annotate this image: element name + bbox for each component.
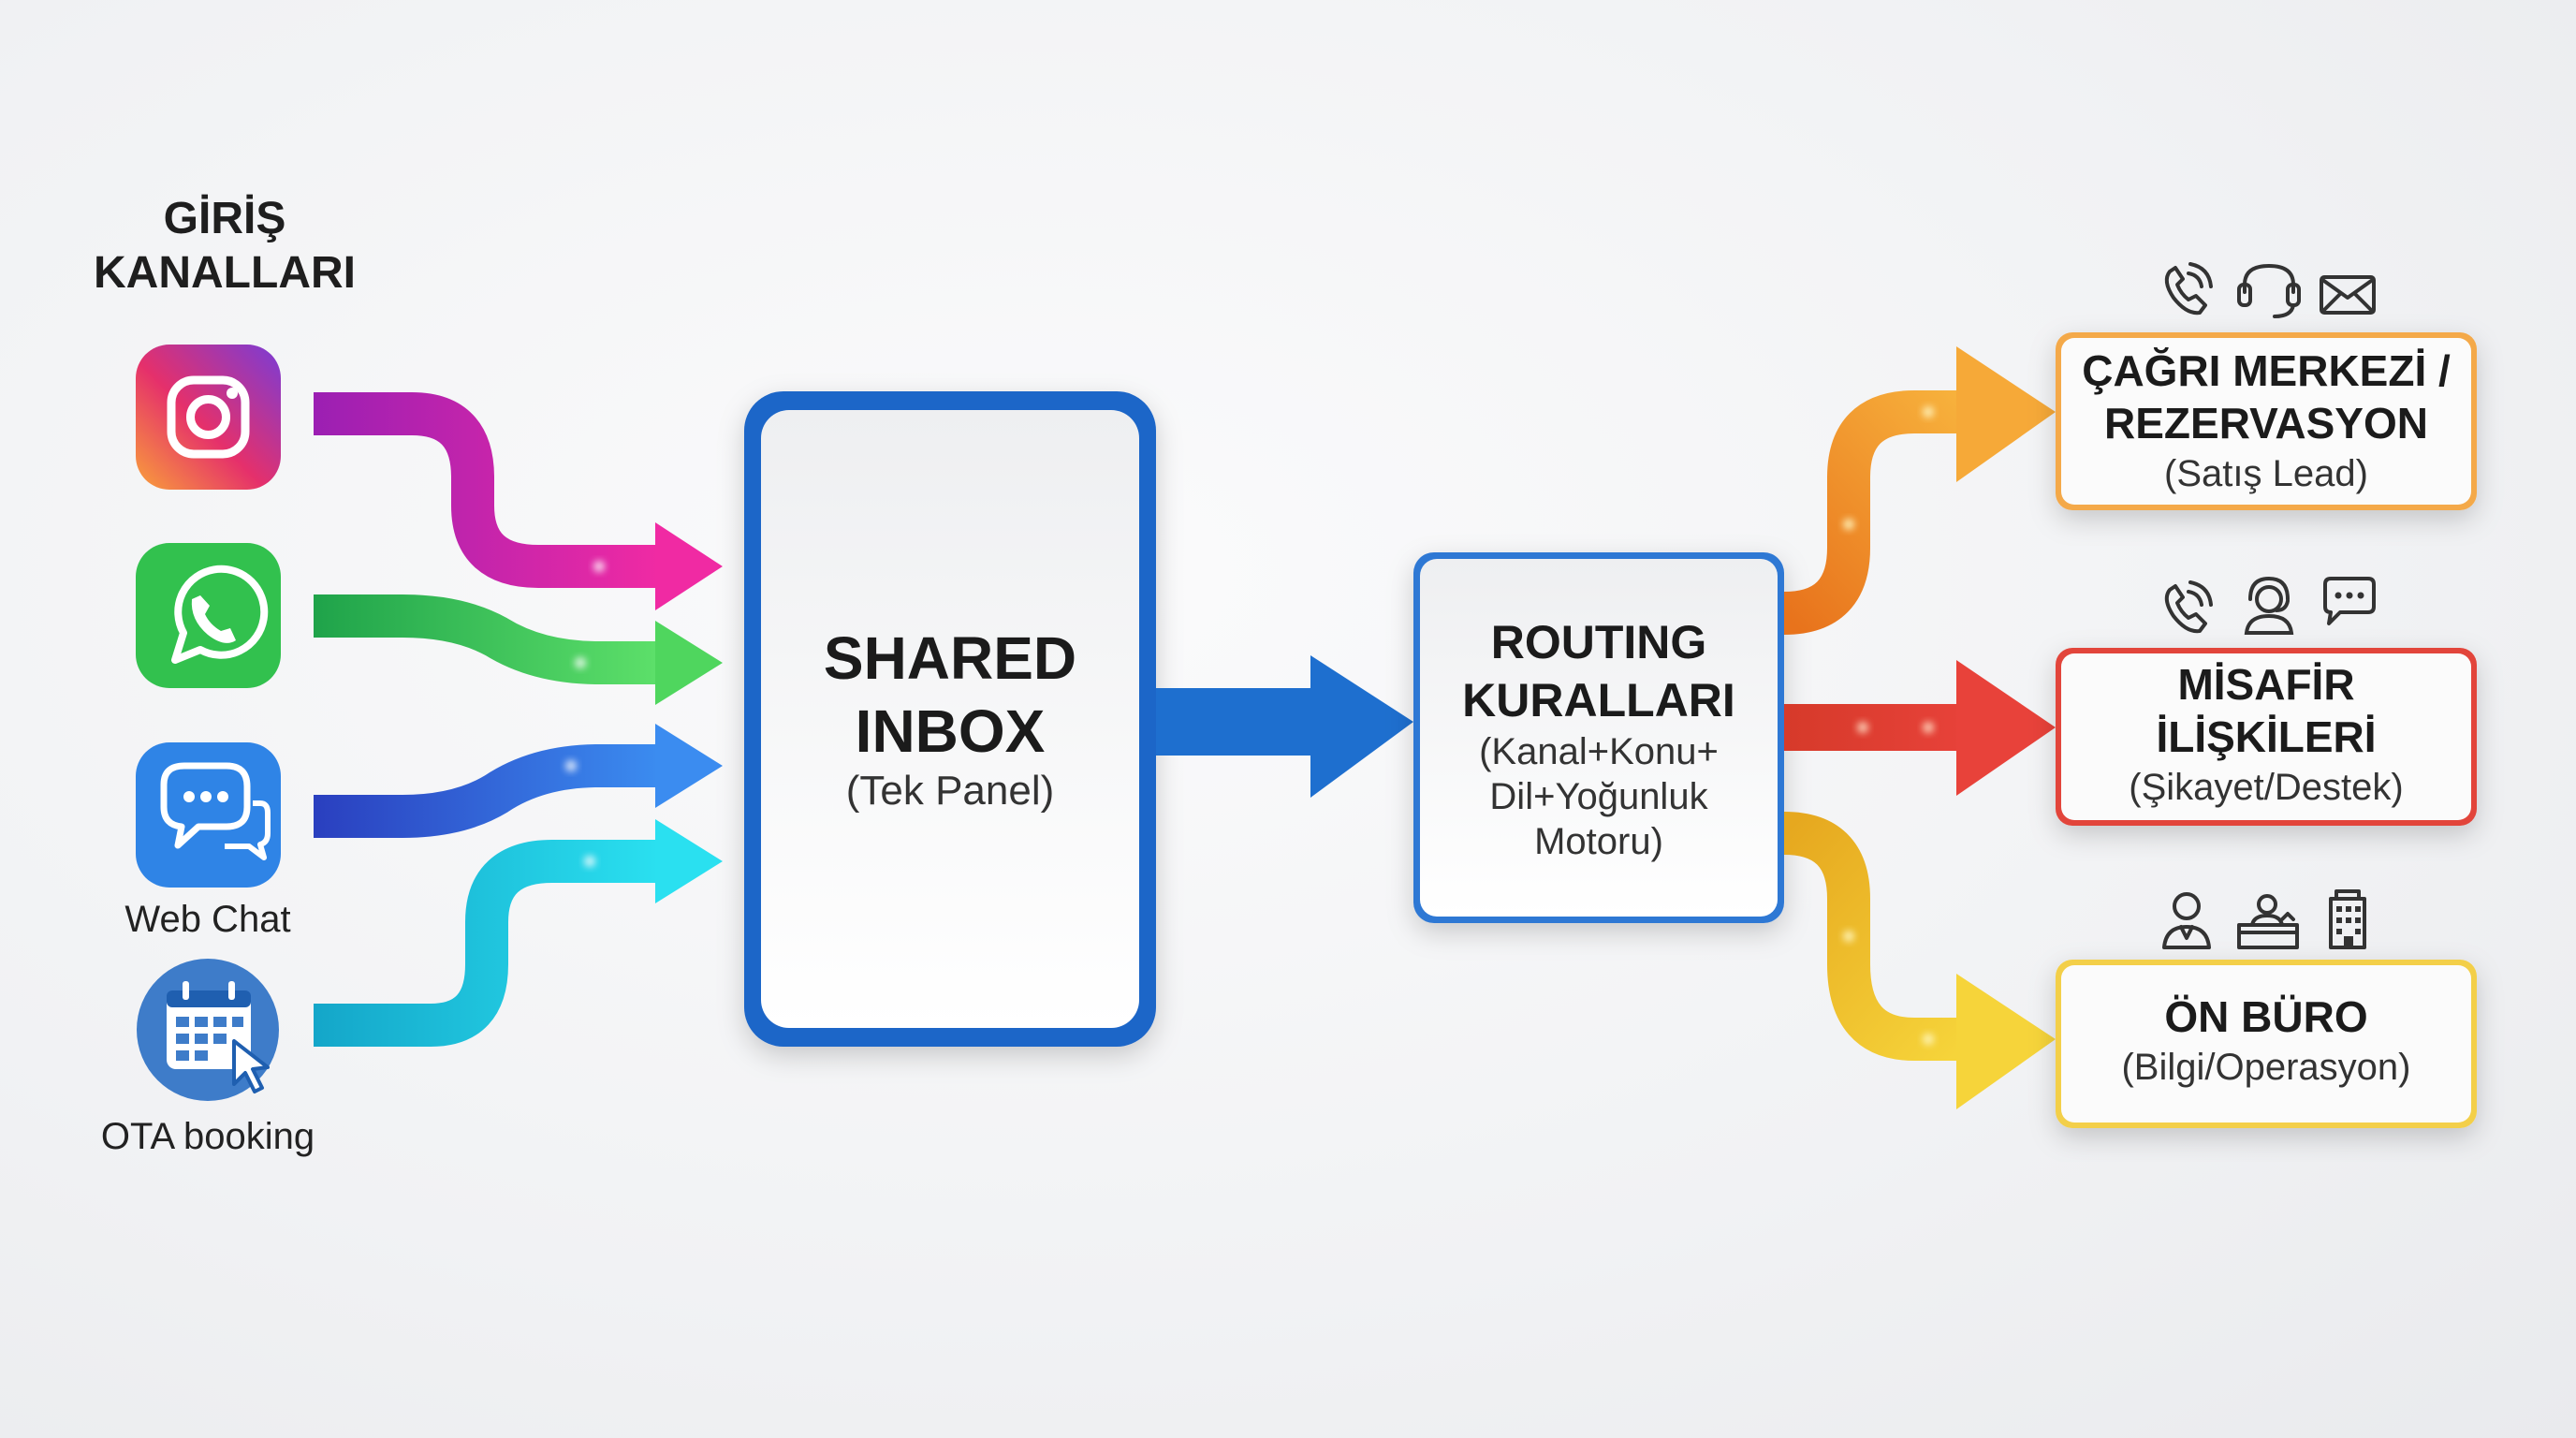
webchat-flow-arrow	[314, 724, 723, 838]
routing-title-line-2: KURALLARI	[1462, 674, 1735, 726]
guest-relations-title-line-2: İLİŞKİLERİ	[2156, 712, 2377, 761]
guest-relations-text: MİSAFİR İLİŞKİLERİ (Şikayet/Destek)	[2061, 658, 2471, 812]
ota-flow-arrow	[314, 819, 723, 1047]
guest-relations-flow-arrow	[1784, 660, 2056, 796]
front-office-text: ÖN BÜRO (Bilgi/Operasyon)	[2061, 990, 2471, 1092]
front-office-title: ÖN BÜRO	[2164, 992, 2368, 1041]
call-center-title-line-2: REZERVASYON	[2104, 399, 2428, 448]
inbox-title-line-2: INBOX	[855, 697, 1046, 765]
front-desk-icon	[2237, 894, 2299, 949]
whatsapp-icon	[136, 543, 281, 688]
instagram-icon	[136, 345, 281, 490]
routing-sub-line-1: (Kanal+Konu+	[1479, 731, 1719, 772]
routing-sub-line-3: Motoru)	[1534, 821, 1663, 862]
routing-sub-line-2: Dil+Yoğunluk	[1489, 776, 1708, 817]
shared-inbox-text: SHARED INBOX (Tek Panel)	[761, 622, 1139, 814]
inbox-to-routing-arrow	[1156, 655, 1413, 798]
call-center-subtitle: (Satış Lead)	[2164, 453, 2368, 494]
chat-bubble-icon	[2323, 577, 2376, 625]
phone-icon	[2164, 580, 2213, 634]
guest-relations-box	[2056, 648, 2477, 826]
support-agent-icon	[2244, 576, 2294, 635]
guest-relations-title-line-1: MİSAFİR	[2177, 660, 2355, 709]
ota-booking-label: OTA booking	[100, 1116, 315, 1157]
call-center-flow-arrow	[1783, 346, 2056, 635]
front-office-subtitle: (Bilgi/Operasyon)	[2121, 1047, 2411, 1088]
whatsapp-flow-arrow	[314, 594, 723, 705]
inbox-title-line-1: SHARED	[823, 624, 1077, 692]
front-office-box	[2056, 960, 2477, 1128]
envelope-icon	[2320, 275, 2376, 315]
hotel-building-icon	[2329, 889, 2366, 949]
heading-line-1: GİRİŞ	[163, 194, 286, 243]
calendar-icon	[137, 959, 279, 1101]
guest-relations-subtitle: (Şikayet/Destek)	[2129, 767, 2404, 808]
web-chat-label: Web Chat	[124, 899, 291, 940]
instagram-flow-arrow	[314, 392, 723, 610]
inbox-subtitle: (Tek Panel)	[845, 768, 1055, 814]
input-channels-heading: GİRİŞ KANALLARI	[75, 192, 374, 301]
routing-rules-box	[1413, 552, 1784, 923]
shared-inbox-panel	[744, 391, 1156, 1047]
web-chat-icon	[136, 742, 281, 888]
call-center-box	[2056, 332, 2477, 510]
routing-rules-text: ROUTING KURALLARI (Kanal+Konu+ Dil+Yoğun…	[1420, 613, 1778, 864]
call-center-title-line-1: ÇAĞRI MERKEZİ /	[2082, 346, 2451, 395]
routing-title-line-1: ROUTING	[1490, 616, 1707, 668]
receptionist-icon	[2162, 892, 2211, 949]
heading-line-2: KANALLARI	[94, 248, 356, 298]
phone-icon	[2164, 262, 2213, 315]
headset-icon	[2237, 263, 2301, 318]
front-office-flow-arrow	[1783, 812, 2056, 1109]
call-center-text: ÇAĞRI MERKEZİ / REZERVASYON (Satış Lead)	[2061, 345, 2471, 498]
